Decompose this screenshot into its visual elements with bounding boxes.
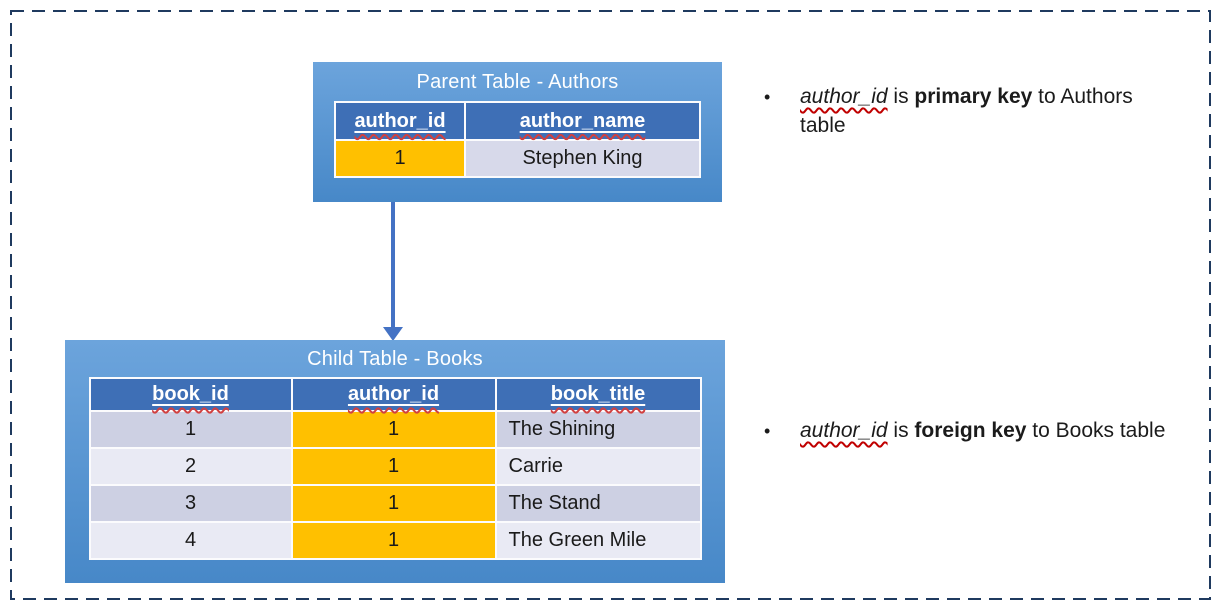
author-id-cell: 1 <box>292 412 495 447</box>
child-data-row: 4 1 The Green Mile <box>90 523 700 558</box>
child-table: book_id author_id book_title 1 1 The Shi… <box>88 377 702 560</box>
parent-col-author-name: author_name <box>466 103 699 139</box>
book-title-cell: The Stand <box>496 486 700 521</box>
book-title-cell: Carrie <box>496 449 700 484</box>
author-id-cell: 1 <box>292 486 495 521</box>
book-id-cell: 1 <box>90 412 291 447</box>
parent-author-id-cell: 1 <box>336 141 464 176</box>
bullet-icon: • <box>764 421 771 441</box>
child-col-book-title: book_title <box>496 379 700 410</box>
book-id-cell: 2 <box>90 449 291 484</box>
relationship-arrow-line <box>391 202 395 328</box>
child-table-title: Child Table - Books <box>307 348 483 370</box>
parent-col-author-id: author_id <box>336 103 464 139</box>
child-header-row: book_id author_id book_title <box>90 379 700 410</box>
relationship-arrow-head-icon <box>383 327 403 341</box>
author-id-cell: 1 <box>292 449 495 484</box>
child-col-book-id: book_id <box>90 379 291 410</box>
parent-table-title: Parent Table - Authors <box>416 71 619 93</box>
bullet-icon: • <box>764 87 771 107</box>
child-table-box: Child Table - Books book_id author_id bo… <box>65 340 725 583</box>
parent-author-name-cell: Stephen King <box>466 141 699 176</box>
book-title-cell: The Shining <box>496 412 700 447</box>
parent-table: author_id author_name 1 Stephen King <box>334 101 701 178</box>
book-id-cell: 4 <box>90 523 291 558</box>
note-foreign-key: • author_id is foreign key to Books tabl… <box>757 416 1172 446</box>
child-data-row: 2 1 Carrie <box>90 449 700 484</box>
parent-table-box: Parent Table - Authors author_id author_… <box>313 62 722 202</box>
parent-header-row: author_id author_name <box>336 103 699 139</box>
book-id-cell: 3 <box>90 486 291 521</box>
book-title-cell: The Green Mile <box>496 523 700 558</box>
child-data-row: 3 1 The Stand <box>90 486 700 521</box>
note-primary-key: • author_id is primary key to Authors ta… <box>757 82 1172 140</box>
note-foreign-key-text: author_id is foreign key to Books table <box>800 419 1166 442</box>
author-id-cell: 1 <box>292 523 495 558</box>
note-primary-key-text: author_id is primary key to Authors tabl… <box>800 85 1133 137</box>
parent-data-row: 1 Stephen King <box>336 141 699 176</box>
child-data-row: 1 1 The Shining <box>90 412 700 447</box>
child-col-author-id: author_id <box>292 379 495 410</box>
